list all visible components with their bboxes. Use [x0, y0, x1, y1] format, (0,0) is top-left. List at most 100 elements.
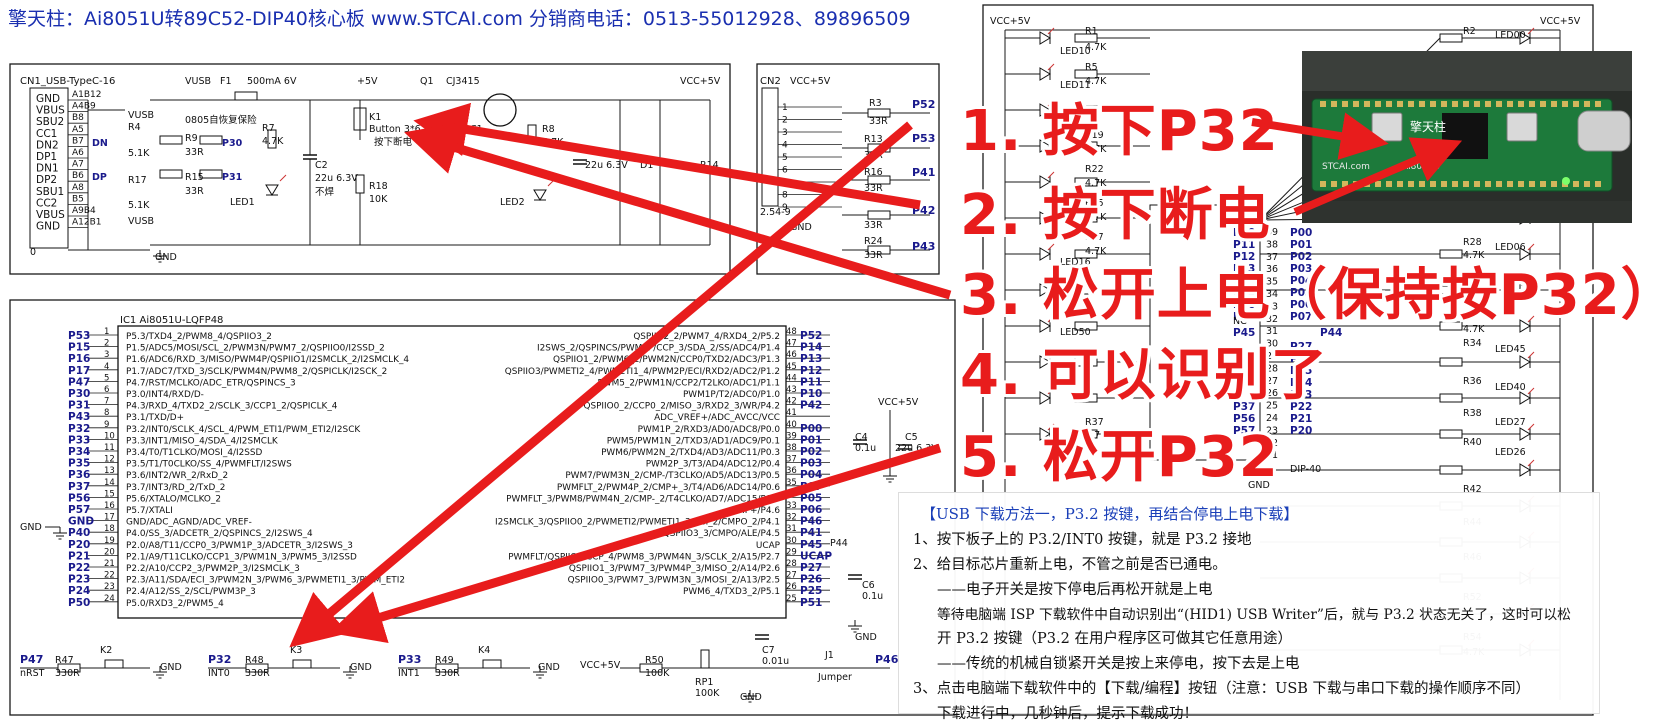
pin-number: 40 [786, 420, 797, 430]
dip-label: P03 [1290, 263, 1312, 275]
pin-function: P5.3/TXD4_2/PWM8_4/QSPIIO3_2 [126, 332, 272, 342]
dip-label: 4.7K [1085, 144, 1107, 155]
pin-number: 19 [104, 536, 115, 546]
bottom-label: R48 [245, 655, 264, 666]
usb-block-label: 22u 6.3V [585, 160, 628, 171]
bottom-label: K4 [478, 645, 490, 656]
step-5: 5. 松开P32 [960, 425, 1279, 490]
port-label: P34 [68, 446, 90, 458]
pin-number: 5 [782, 153, 788, 163]
step-1: 1. 按下P32 [960, 99, 1279, 164]
cn2-label: P52 [912, 98, 935, 111]
usb-block-label: 不焊 [315, 186, 335, 198]
pin-number: 15 [104, 489, 115, 499]
port-label: P25 [800, 585, 822, 597]
bottom-label: INT0 [208, 668, 230, 679]
resistor-icon [1074, 33, 1098, 43]
note-line: ——传统的机械自锁紧开关是按上来停电，按下去是上电 [937, 656, 1300, 672]
mcu-block-label: 0.1u [855, 443, 876, 454]
pin-function: P2.1/A9/T11CLKO/CCP1_3/PWM1N_3/PWM5_3/I2… [126, 552, 357, 562]
pin-number: 1 [782, 103, 788, 113]
pin-function: P3.0/INT4/RXD/D- [126, 390, 204, 400]
port-label: P52 [800, 330, 822, 342]
resistor-icon [867, 108, 891, 118]
bottom-label: 100K [645, 668, 670, 679]
dip-label: LED45 [1495, 344, 1526, 355]
port-label: P06 [800, 504, 822, 516]
port-label: P14 [800, 342, 822, 354]
resistor-icon [700, 649, 710, 669]
note-line: 1、按下板子上的 P3.2/INT0 按键，就是 P3.2 接地 [913, 532, 1252, 548]
dip-label: P27 [1290, 341, 1312, 353]
bottom-label: P33 [398, 653, 421, 666]
dip-label: P57 [1233, 425, 1255, 437]
resistor-icon [1074, 393, 1098, 403]
pin-label: GND [36, 93, 60, 105]
pcb-silk-url: STCAI.com [1322, 162, 1370, 172]
pin-function: P5.7/XTALI [126, 506, 173, 516]
port-label: P27 [800, 562, 822, 574]
pin-number: 38 [1266, 239, 1278, 250]
button-icon [482, 659, 502, 669]
dip-label: R25 [1085, 198, 1104, 209]
usb-block-label: R15 [185, 172, 204, 183]
port-label: P24 [68, 585, 90, 597]
ground-icon [153, 666, 167, 679]
pin-number: 27 [786, 571, 797, 581]
port-label: P11 [800, 376, 822, 388]
pin-number: A7 [72, 160, 84, 170]
port-label: P03 [800, 458, 822, 470]
usb-connector-symbol [29, 87, 69, 249]
usb-block-label: C1 [470, 124, 483, 135]
ground-icon [848, 620, 862, 633]
pin-function: P3.3/INT1/MISO_4/SDA_4/I2SMCLK [126, 436, 278, 446]
dip-label: R42 [1463, 484, 1482, 495]
dip-label: GND [1248, 480, 1270, 491]
dip-label: P26 [1290, 353, 1312, 365]
bottom-label: GND [538, 662, 560, 673]
bottom-label: R47 [55, 655, 74, 666]
capacitor-icon [303, 154, 317, 160]
pin-number: 21 [104, 559, 115, 569]
mcu-block-label: 22u 6.3V [895, 443, 938, 454]
capacitor-icon [755, 634, 769, 640]
cn2-label: P41 [912, 166, 935, 179]
cn2-label: 33R [864, 250, 883, 261]
pin-number: 28 [1266, 363, 1278, 374]
bottom-label: R50 [645, 655, 664, 666]
page-title: 擎天柱：Ai8051U转89C52-DIP40核心板 www.STCAI.com… [8, 8, 911, 30]
pin-function: P3.7/INT3/RD_2/TxD_2 [126, 483, 225, 493]
usb-block-label: DN [92, 138, 108, 149]
bottom-label: J1 [824, 650, 834, 661]
pin-label: SBU2 [36, 116, 64, 128]
dip-label: LED11 [1060, 80, 1091, 91]
pin-function: P4.7/RST/MCLKO/ADC_ETR/QSPINCS_3 [126, 378, 296, 388]
pin-number: 35 [1266, 277, 1278, 288]
usb-block-label: 4.7K [542, 137, 564, 148]
dip-label: R2 [1463, 26, 1476, 37]
pin-number: 46 [786, 350, 797, 360]
mcu-block-label: C4 [855, 432, 868, 443]
usb-block-label: VUSB [185, 76, 211, 87]
dip-label: R1 [1085, 26, 1098, 37]
usb-block-label: K1 [369, 112, 381, 123]
resistor-icon [867, 210, 891, 220]
pin-number: 6 [104, 385, 109, 395]
port-label: P15 [68, 342, 90, 354]
led-icon [1519, 27, 1535, 45]
dip-label: P23 [1290, 389, 1312, 401]
usb-block-label: 33R [185, 147, 204, 158]
pin-function: PWM7/PWM3N_2/CMP-/T3CLKO/AD5/ADC13/P0.5 [565, 471, 780, 481]
port-label: P23 [68, 574, 90, 586]
pin-number: 8 [104, 408, 109, 418]
resistor-icon [1074, 321, 1098, 331]
pin-number: A9B4 [72, 206, 96, 216]
pin-number: 24 [1266, 413, 1278, 424]
pin-function: PWMFLT/QSPIIO2/CCP_4/PWM8_3/PWM4N_3/SCLK… [508, 552, 780, 562]
bottom-label: 330R [245, 668, 270, 679]
resistor-icon [1074, 285, 1098, 295]
pin-number: 2 [104, 339, 109, 349]
pin-number: 23 [1266, 425, 1278, 436]
board-photo-drawing: 擎天柱 STCAI.com Ai8051U [1302, 51, 1632, 223]
dip-panel [982, 4, 1594, 716]
